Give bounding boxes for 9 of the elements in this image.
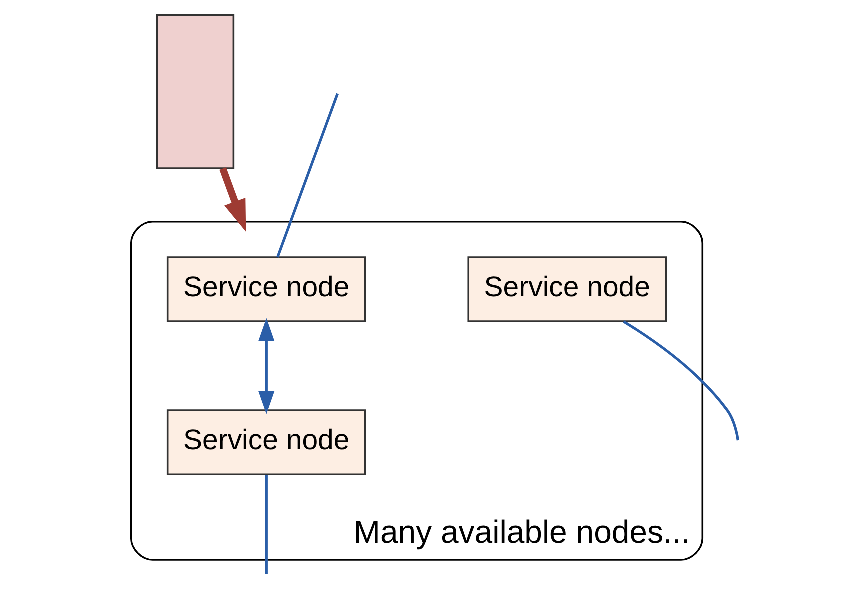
node-box	[156, 14, 235, 170]
node-box: Service node	[166, 410, 366, 476]
node-box: Service node	[468, 256, 668, 322]
arrow	[220, 168, 246, 232]
connector	[276, 93, 339, 258]
connector	[265, 475, 268, 574]
node-box: Service node	[166, 256, 366, 322]
connector	[623, 320, 740, 441]
arrow	[258, 318, 275, 414]
